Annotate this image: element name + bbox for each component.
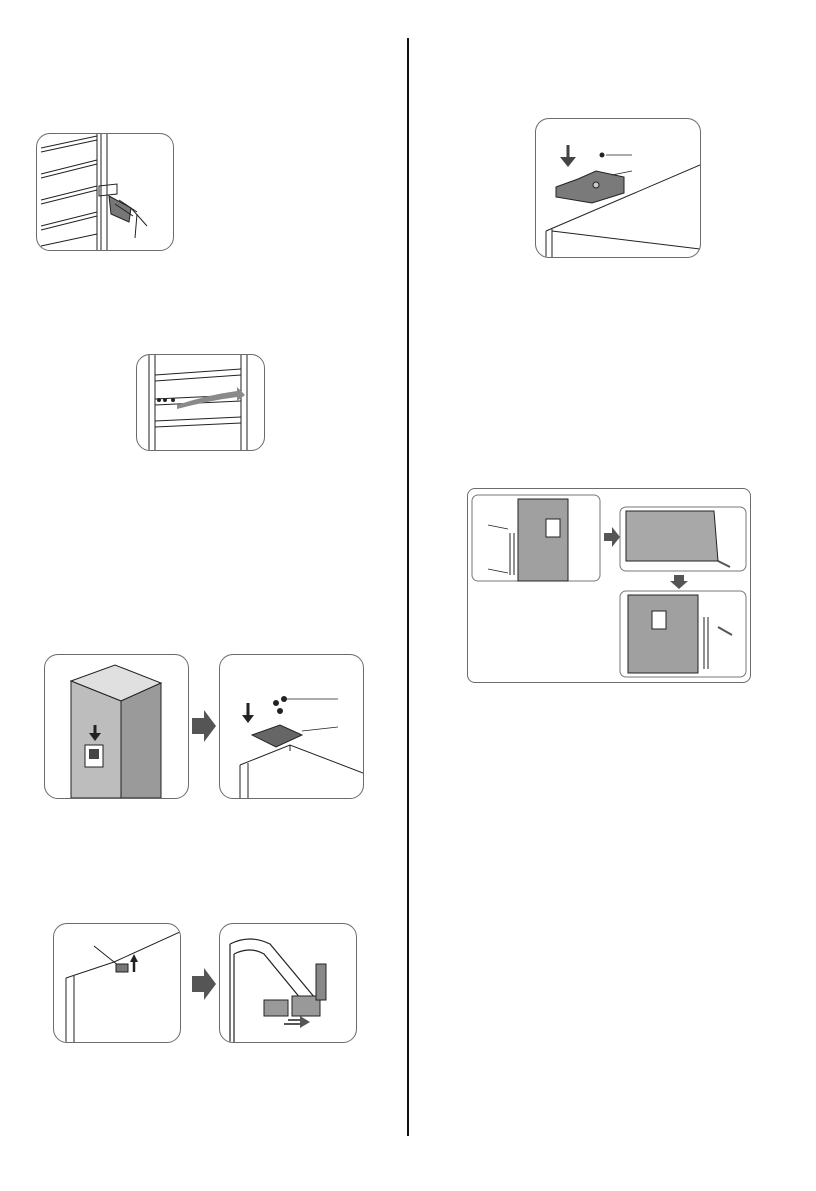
figure-cable-connector xyxy=(219,923,357,1043)
figure-hinge-cover-screw xyxy=(535,118,701,258)
figure-top-hinge-screws xyxy=(219,654,364,799)
figure-shelf-strip xyxy=(136,354,265,451)
figure-fridge-top xyxy=(44,654,189,799)
figure-connector-cover xyxy=(53,923,181,1043)
figure-door-hinge-transfer xyxy=(467,488,751,683)
figure-door-shelves xyxy=(36,133,174,251)
arrow-right-icon xyxy=(190,708,218,744)
column-divider xyxy=(407,38,409,1136)
arrow-right-icon xyxy=(190,966,218,1002)
